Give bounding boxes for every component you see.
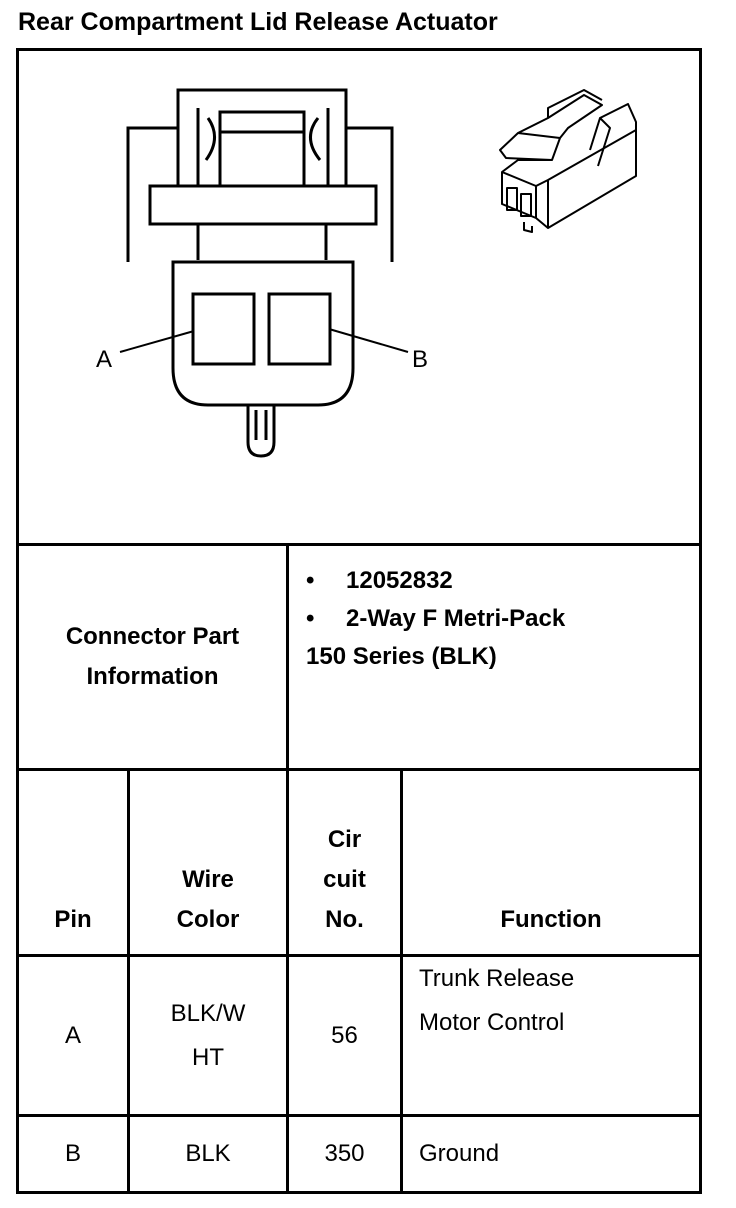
bullet-glyph: • xyxy=(306,605,315,632)
connector-table-frame xyxy=(16,48,702,1194)
cell-wire-color-line1: BLK xyxy=(185,1140,231,1167)
cell-function-line1: Ground xyxy=(419,1140,500,1167)
table-row-a-wire-color: BLK/W HT xyxy=(130,957,286,1114)
table-row-b-circuit: 350 xyxy=(289,1117,400,1191)
connector-info-values: • 12052832 • 2-Way F Metri-Pack 150 Series… xyxy=(306,562,565,676)
cell-circuit: 350 xyxy=(324,1140,365,1167)
divider-col-pin xyxy=(127,768,130,1194)
cell-function-line2: Motor Control xyxy=(419,1009,565,1036)
connector-description-line2: 150 Series (BLK) xyxy=(306,643,497,670)
header-pin-label: Pin xyxy=(54,906,92,933)
divider-col-circuit xyxy=(400,768,403,1194)
table-row-a-function: Trunk Release Motor Control xyxy=(403,957,699,1114)
header-pin: Pin xyxy=(19,771,127,954)
table-row-a-pin: A xyxy=(19,957,127,1114)
header-wire-color: Wire Color xyxy=(130,771,286,954)
cell-pin: A xyxy=(64,1021,81,1049)
table-row-b-wire-color: BLK xyxy=(130,1117,286,1191)
table-row-a-circuit: 56 xyxy=(289,957,400,1114)
divider-header-bottom xyxy=(16,954,702,957)
header-circuit-line1: Cir xyxy=(327,826,362,853)
divider-diagram-bottom xyxy=(16,543,702,546)
pin-label-b-diagram: B xyxy=(412,346,428,373)
cell-wire-color-line1: BLK/W xyxy=(170,999,246,1027)
table-row-b-pin: B xyxy=(19,1117,127,1191)
header-circuit-line2: cuit xyxy=(323,866,366,893)
header-circuit-number: Cir cuit No. xyxy=(289,771,400,954)
cell-circuit: 56 xyxy=(331,1021,358,1049)
page-title: Rear Compartment Lid Release Actuator xyxy=(18,8,498,36)
cell-function-line1: Trunk Release xyxy=(419,965,575,992)
header-function-label: Function xyxy=(500,906,602,933)
header-circuit-line3: No. xyxy=(325,906,364,933)
cell-pin: B xyxy=(64,1140,81,1167)
header-wire-color-line1: Wire xyxy=(182,866,234,893)
connector-part-number: 12052832 xyxy=(346,567,453,594)
divider-info-bottom xyxy=(16,768,702,771)
connector-description-line1: 2-Way F Metri-Pack xyxy=(346,605,566,632)
pin-label-a-diagram: A xyxy=(96,346,112,373)
connector-info-label-line2: Information xyxy=(86,663,219,690)
cell-wire-color-line2: HT xyxy=(192,1043,224,1071)
connector-info-label: Connector Part Information xyxy=(19,546,286,768)
divider-row-a-bottom xyxy=(16,1114,702,1117)
table-row-b-function: Ground xyxy=(403,1117,699,1191)
divider-info-column xyxy=(286,543,289,771)
header-wire-color-line2: Color xyxy=(176,906,240,933)
connector-info-label-line1: Connector Part xyxy=(65,623,240,650)
header-function: Function xyxy=(403,771,699,954)
bullet-glyph: • xyxy=(306,567,315,594)
divider-col-wire xyxy=(286,768,289,1194)
